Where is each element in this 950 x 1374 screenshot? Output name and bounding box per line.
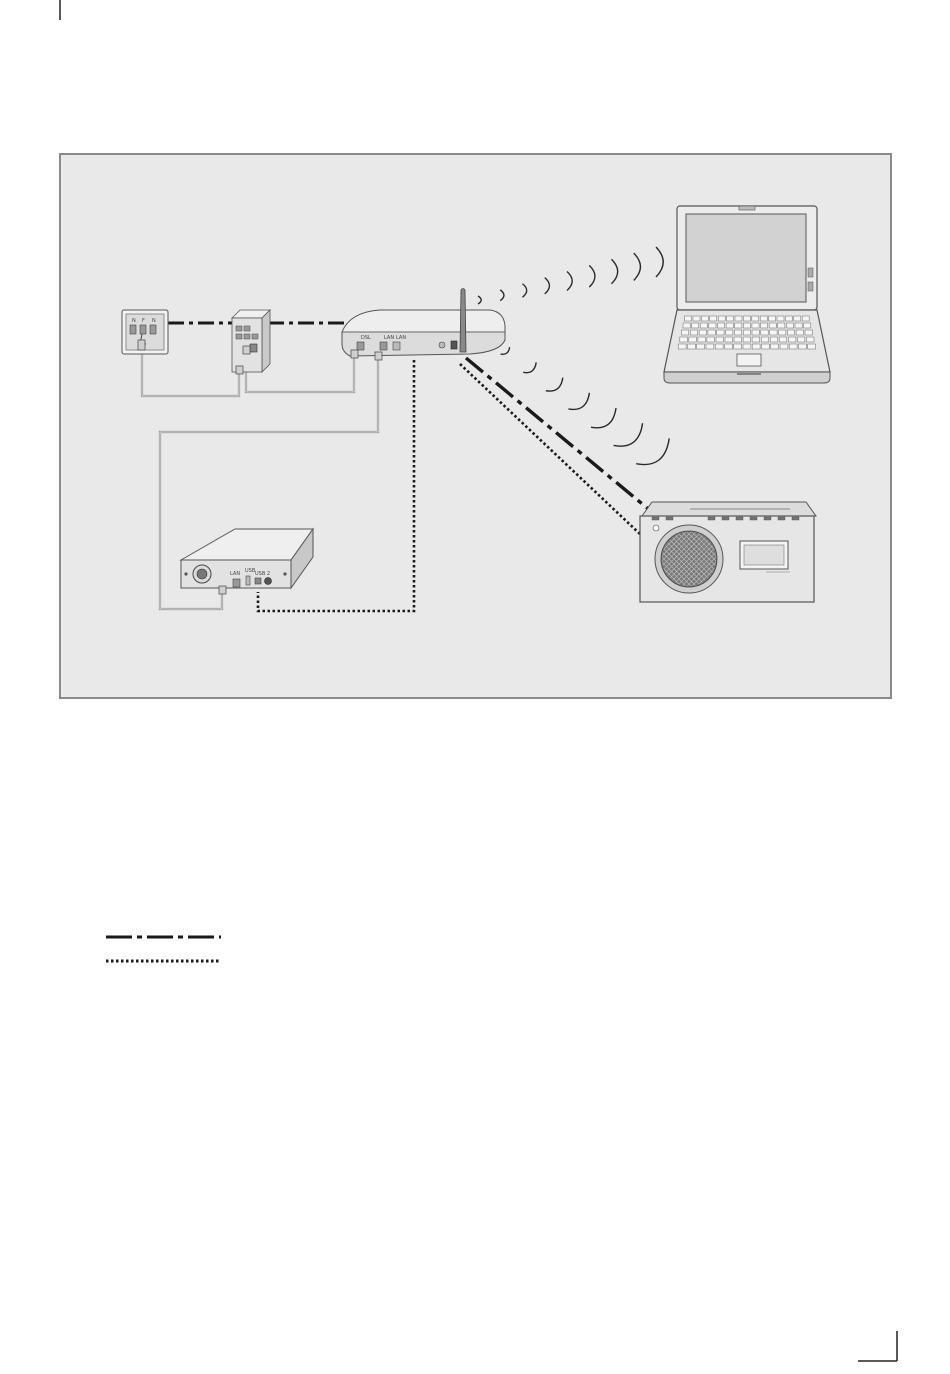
socket-port-label-1: N (132, 318, 136, 324)
legend (106, 937, 221, 961)
nas-port-label-usb2: USB 2 (255, 571, 270, 577)
laptop-screen (686, 214, 806, 302)
laptop-touchpad (737, 354, 761, 366)
socket-port-label-3: N (152, 318, 156, 324)
nas-port-label-lan: LAN (230, 571, 240, 577)
router-port-label-lan1: LAN (384, 335, 394, 341)
router-port-label-lan2: LAN (396, 335, 406, 341)
router-antenna (460, 289, 466, 353)
dsl-splitter-icon (232, 310, 270, 372)
laptop-icon (664, 206, 830, 383)
router-port-label-dsl: DSL (361, 335, 371, 341)
page-corner-mark (858, 1331, 897, 1361)
socket-port-label-2: F (142, 318, 145, 324)
